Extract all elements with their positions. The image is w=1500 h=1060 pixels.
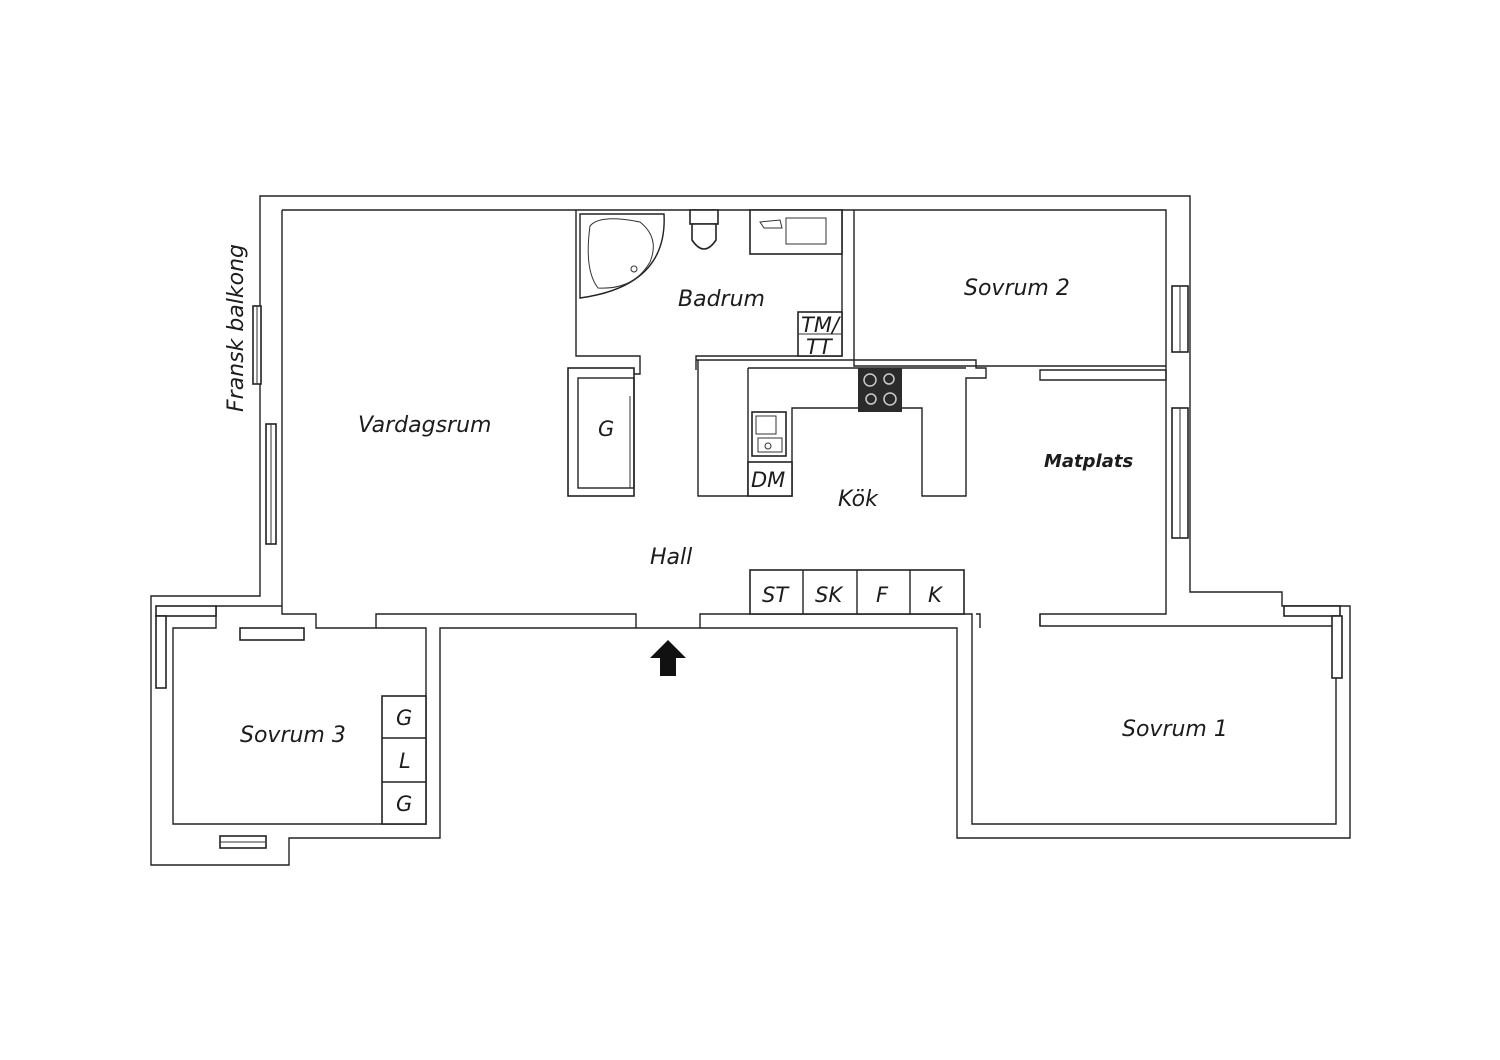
room-sovrum3: Sovrum 3 [240, 723, 346, 748]
storage-g-bottom: G [396, 792, 412, 816]
tm-tt-label-1: TM/ [801, 313, 841, 337]
hall-storage: ST SK F K [749, 569, 965, 615]
partitions [853, 210, 1167, 628]
room-kok: Kök [838, 487, 879, 512]
sink-icon [749, 209, 843, 255]
kitchen: DM [696, 359, 987, 497]
dishwasher-label: DM [751, 468, 785, 492]
fransk-balkong-label: Fransk balkong [224, 244, 249, 412]
storage-st: ST [762, 583, 790, 607]
bathroom: TM/ TT [575, 209, 843, 375]
bathtub-icon [579, 213, 665, 299]
storage-sk: SK [815, 583, 844, 607]
storage-g-top: G [396, 706, 412, 730]
storage-k: K [928, 583, 944, 607]
room-hall: Hall [650, 545, 692, 570]
room-labels: Vardagsrum Badrum Sovrum 2 Sovrum 1 Sovr… [224, 244, 1228, 748]
dishwasher-box [747, 461, 793, 497]
room-badrum: Badrum [678, 287, 765, 312]
stove-icon [858, 368, 902, 412]
room-sovrum2: Sovrum 2 [964, 276, 1070, 301]
entrance-arrow-icon [650, 640, 686, 676]
windows [155, 285, 1343, 849]
storage-f: F [876, 583, 889, 607]
room-sovrum1: Sovrum 1 [1122, 717, 1228, 742]
room-matplats: Matplats [1044, 451, 1133, 472]
room-vardagsrum: Vardagsrum [358, 413, 491, 438]
tm-tt-label-2: TT [806, 335, 834, 359]
sovrum3-storage: G L G [381, 695, 427, 825]
storage-l: L [399, 749, 411, 773]
hall-wardrobe: G [567, 367, 635, 497]
wardrobe-label: G [598, 417, 614, 441]
toilet-icon [689, 209, 719, 225]
